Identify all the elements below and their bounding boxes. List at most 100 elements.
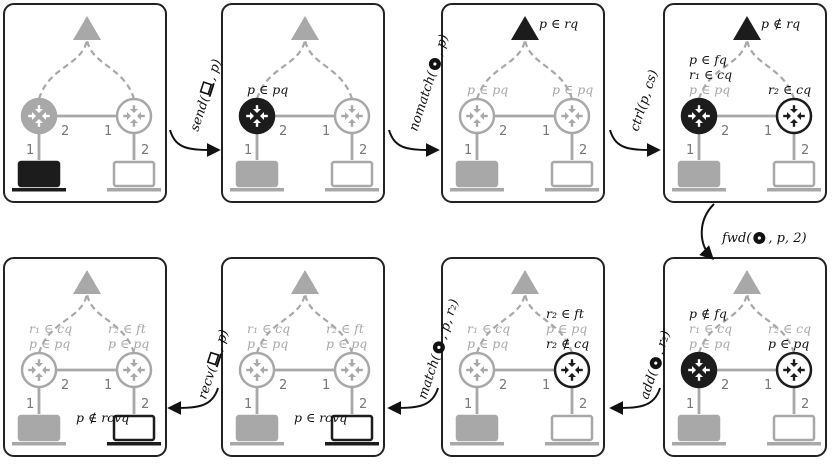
panel-frame bbox=[3, 3, 167, 203]
state-label: r₁ ∈ cq bbox=[467, 321, 510, 336]
port-label: 1 bbox=[322, 124, 330, 139]
control-link-right bbox=[303, 39, 354, 100]
transition-args: , p, 2) bbox=[768, 231, 806, 246]
controller-triangle-icon bbox=[73, 16, 101, 40]
router-icon bbox=[333, 97, 371, 135]
router-icon bbox=[775, 351, 813, 389]
panel-frame bbox=[221, 3, 385, 203]
port-label: 2 bbox=[359, 397, 367, 412]
port-label: 1 bbox=[686, 397, 694, 412]
port-label: 1 bbox=[686, 143, 694, 158]
control-link-right bbox=[523, 293, 574, 354]
controller-triangle-icon bbox=[733, 270, 761, 294]
state-label: p ∈ rq bbox=[539, 16, 578, 31]
control-link-right bbox=[745, 39, 796, 100]
router-icon bbox=[553, 97, 591, 135]
arrow-icon bbox=[167, 387, 219, 415]
state-label: p ∈ rcvq bbox=[294, 410, 347, 425]
state-label: p ∈ pq bbox=[546, 321, 587, 336]
state-label: p ∈ pq bbox=[247, 82, 288, 97]
router-icon bbox=[333, 351, 371, 389]
state-label: r₂ ∉ cq bbox=[546, 336, 589, 351]
port-label: 1 bbox=[322, 378, 330, 393]
router-icon bbox=[115, 351, 153, 389]
laptop-icon bbox=[325, 414, 379, 446]
port-label: 2 bbox=[359, 143, 367, 158]
state-label: r₁ ∈ cq bbox=[689, 67, 732, 82]
arrow-icon bbox=[388, 129, 440, 157]
laptop-icon bbox=[672, 160, 726, 192]
port-label: 1 bbox=[542, 124, 550, 139]
laptop-icon bbox=[107, 414, 161, 446]
state-label: p ∈ pq bbox=[108, 336, 149, 351]
laptop-icon bbox=[767, 160, 821, 192]
arrow-icon bbox=[609, 387, 661, 415]
port-label: 2 bbox=[279, 124, 287, 139]
state-label: p ∈ pq bbox=[552, 82, 593, 97]
transition-args: , p) bbox=[204, 57, 225, 82]
laptop-icon bbox=[230, 160, 284, 192]
router-icon bbox=[753, 232, 766, 244]
control-link-left bbox=[37, 39, 89, 100]
laptop-icon bbox=[206, 351, 222, 368]
router-icon bbox=[775, 97, 813, 135]
control-link-right bbox=[303, 293, 354, 354]
transition-arrow: fwd( , p, 2) bbox=[699, 203, 807, 260]
transition-arrow: ctrl(p, cs) bbox=[609, 68, 662, 157]
state-label: p ∈ pq bbox=[689, 82, 730, 97]
router-icon bbox=[680, 351, 718, 389]
transition-name: fwd( bbox=[721, 231, 752, 246]
arrow-icon bbox=[387, 387, 439, 415]
port-label: 2 bbox=[721, 378, 729, 393]
transition-arrow: send( , p) bbox=[169, 57, 225, 157]
control-link-right bbox=[85, 39, 136, 100]
transition-label: fwd( , p, 2) bbox=[721, 231, 807, 246]
controller-triangle-icon bbox=[73, 270, 101, 294]
port-label: 1 bbox=[104, 378, 112, 393]
transition-name: send( bbox=[188, 93, 214, 133]
state-label: p ∈ pq bbox=[247, 336, 288, 351]
control-link-left bbox=[255, 39, 307, 100]
router-icon bbox=[458, 97, 496, 135]
control-link-right bbox=[85, 293, 136, 354]
transition-label: ctrl(p, cs) bbox=[628, 68, 662, 133]
control-link-right bbox=[523, 39, 574, 100]
state-label: p ∉ rq bbox=[761, 16, 800, 31]
state-label: p ∈ pq bbox=[326, 336, 367, 351]
laptop-icon bbox=[672, 414, 726, 446]
port-label: 2 bbox=[61, 378, 69, 393]
state-label: r₁ ∈ cq bbox=[247, 321, 290, 336]
port-label: 1 bbox=[542, 378, 550, 393]
laptop-icon bbox=[325, 160, 379, 192]
port-label: 2 bbox=[141, 143, 149, 158]
router-icon bbox=[238, 97, 276, 135]
laptop-icon bbox=[199, 81, 215, 97]
laptop-icon bbox=[545, 414, 599, 446]
state-label: p ∈ pq bbox=[467, 336, 508, 351]
port-label: 2 bbox=[499, 378, 507, 393]
laptop-icon bbox=[767, 414, 821, 446]
port-label: 1 bbox=[244, 397, 252, 412]
laptop-icon bbox=[230, 414, 284, 446]
panel-frame bbox=[221, 257, 385, 457]
control-link-left bbox=[255, 293, 307, 354]
control-link-left bbox=[37, 293, 89, 354]
transition-args: , p) bbox=[431, 33, 452, 58]
arrow-icon bbox=[699, 203, 715, 260]
port-label: 1 bbox=[26, 143, 34, 158]
port-label: 1 bbox=[464, 397, 472, 412]
laptop-icon bbox=[450, 160, 504, 192]
panel-frame bbox=[441, 257, 605, 457]
controller-triangle-icon bbox=[291, 270, 319, 294]
port-label: 1 bbox=[764, 378, 772, 393]
state-label: p ∉ fq bbox=[689, 306, 727, 321]
port-label: 2 bbox=[61, 124, 69, 139]
state-label: p ∉ rcvq bbox=[76, 410, 129, 425]
transition-name: nomatch( bbox=[407, 69, 441, 134]
